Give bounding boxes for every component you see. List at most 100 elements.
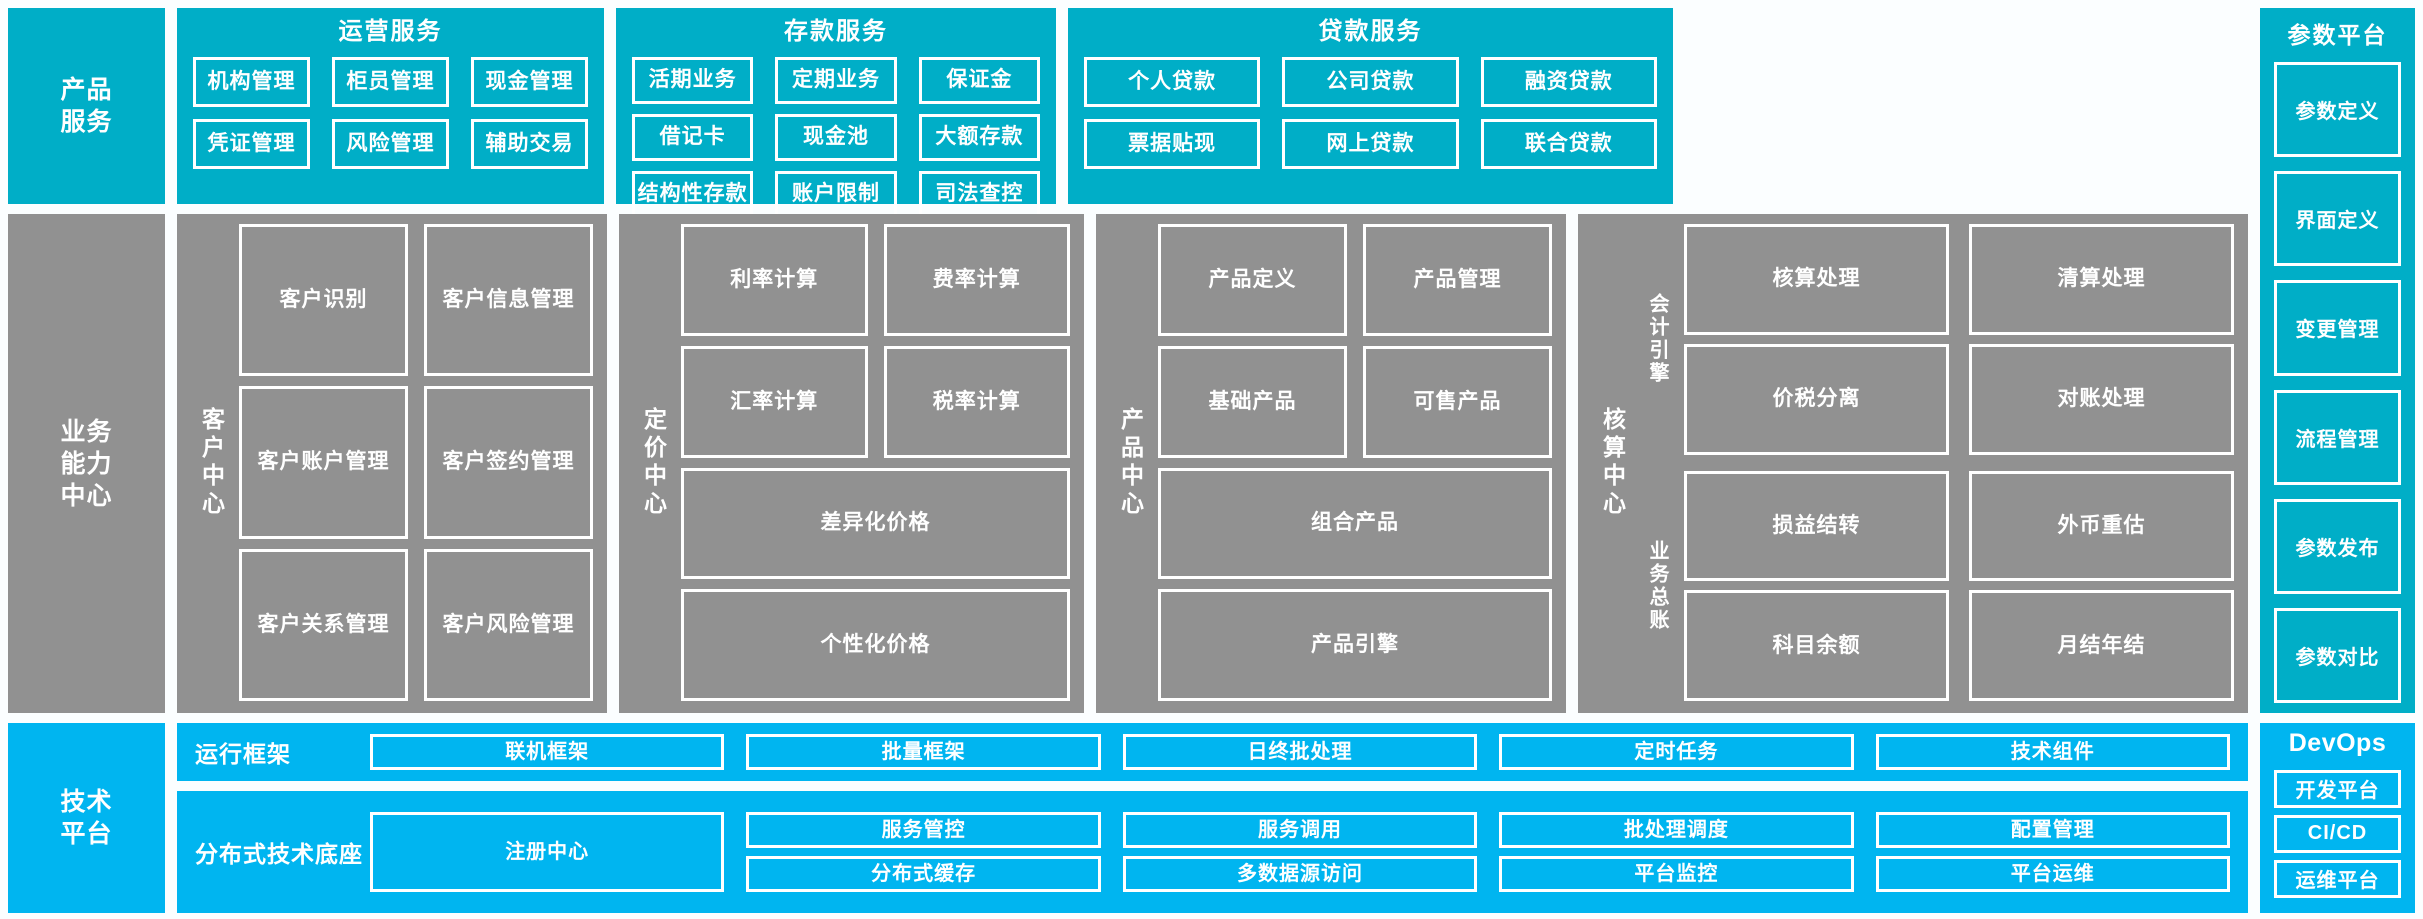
tech-item[interactable]: 多数据源访问 — [1122, 856, 1478, 892]
service-group-loans: 贷款服务 个人贷款 公司贷款 融资贷款 票据贴现 网上贷款 联合贷款 — [1068, 8, 1673, 204]
capability-item[interactable]: 产品引擎 — [1158, 589, 1552, 701]
service-item[interactable]: 结构性存款 — [632, 170, 754, 218]
capability-item[interactable]: 客户信息管理 — [424, 224, 593, 377]
tech-item[interactable]: 定时任务 — [1499, 734, 1854, 770]
service-item[interactable]: 凭证管理 — [193, 118, 310, 169]
rail-label-line: 技术 — [60, 788, 113, 816]
capability-item[interactable]: 汇率计算 — [681, 345, 868, 458]
rail-label-line: 产品 — [60, 76, 113, 104]
group-title-loans: 贷款服务 — [1318, 18, 1423, 45]
service-item[interactable]: 票据贴现 — [1084, 118, 1261, 169]
parameter-platform-panel: 参数平台 参数定义 界面定义 变更管理 流程管理 参数发布 参数对比 — [2260, 8, 2415, 713]
tech-item[interactable]: 平台运维 — [1875, 856, 2230, 892]
tech-item[interactable]: 联机框架 — [370, 734, 725, 770]
capability-item[interactable]: 税率计算 — [883, 345, 1070, 458]
capability-item[interactable]: 利率计算 — [681, 224, 868, 336]
service-item[interactable]: 网上贷款 — [1282, 118, 1459, 169]
center-label-pricing: 定价中心 — [640, 406, 667, 519]
capability-item[interactable]: 费率计算 — [883, 224, 1070, 336]
devops-item[interactable]: 运维平台 — [2274, 859, 2401, 898]
tech-row-distributed-base: 分布式技术底座 注册中心 服务管控 服务调用 批处理调度 配置管理 分布式缓存 … — [177, 791, 2248, 913]
capability-item[interactable]: 客户识别 — [239, 224, 408, 377]
tech-item-registry[interactable]: 注册中心 — [370, 812, 725, 892]
service-group-deposits: 存款服务 活期业务 定期业务 保证金 借记卡 现金池 大额存款 结构性存款 账户… — [616, 8, 1056, 218]
capability-item[interactable]: 个性化价格 — [681, 589, 1070, 701]
main-column: 产品 服务 运营服务 机构管理 柜员管理 现金管理 凭证管理 风险管理 辅助交易… — [8, 8, 2248, 913]
tech-item[interactable]: 服务管控 — [746, 812, 1101, 848]
rail-label-line: 中心 — [60, 481, 113, 510]
service-item[interactable]: 个人贷款 — [1084, 56, 1261, 107]
tech-item[interactable]: 平台监控 — [1499, 856, 1854, 892]
rail-label-line: 能力 — [60, 449, 113, 478]
service-item[interactable]: 融资贷款 — [1480, 56, 1657, 107]
parameter-item[interactable]: 流程管理 — [2274, 389, 2401, 485]
tech-row-runtime: 运行框架 联机框架 批量框架 日终批处理 定时任务 技术组件 — [177, 723, 2248, 781]
tech-item[interactable]: 批处理调度 — [1499, 812, 1854, 848]
service-item[interactable]: 机构管理 — [193, 56, 310, 107]
capability-item[interactable]: 客户账户管理 — [239, 386, 408, 539]
capability-item[interactable]: 外币重估 — [1969, 470, 2234, 582]
tech-item[interactable]: 技术组件 — [1875, 734, 2230, 770]
service-item[interactable]: 柜员管理 — [332, 56, 449, 107]
capability-item[interactable]: 基础产品 — [1158, 345, 1347, 458]
center-label-accounting: 核算中心 — [1599, 406, 1626, 519]
capability-item[interactable]: 科目余额 — [1684, 590, 1949, 701]
capability-item[interactable]: 差异化价格 — [681, 467, 1070, 580]
service-item[interactable]: 风险管理 — [332, 118, 449, 169]
devops-item[interactable]: 开发平台 — [2274, 769, 2401, 808]
service-item[interactable]: 定期业务 — [775, 56, 897, 104]
capability-item[interactable]: 产品管理 — [1363, 224, 1552, 336]
accounting-sublabel-ledger: 业务总账 — [1646, 539, 1668, 632]
parameter-item[interactable]: 参数定义 — [2274, 62, 2401, 158]
service-item[interactable]: 账户限制 — [775, 170, 897, 218]
service-item[interactable]: 现金池 — [775, 113, 897, 161]
capability-item[interactable]: 清算处理 — [1969, 224, 2234, 335]
capability-item[interactable]: 月结年结 — [1969, 590, 2234, 701]
parameter-platform-title: 参数平台 — [2287, 22, 2388, 48]
tech-item[interactable]: 分布式缓存 — [746, 856, 1101, 892]
accounting-sublabel-engine: 会计引擎 — [1646, 293, 1668, 386]
capability-item[interactable]: 客户签约管理 — [424, 386, 593, 539]
tech-row-label-runtime: 运行框架 — [195, 741, 291, 767]
parameter-item[interactable]: 参数发布 — [2274, 498, 2401, 594]
service-item[interactable]: 辅助交易 — [471, 118, 588, 169]
devops-title: DevOps — [2288, 729, 2387, 757]
capability-item[interactable]: 组合产品 — [1158, 467, 1552, 580]
capability-item[interactable]: 可售产品 — [1363, 345, 1552, 458]
service-item[interactable]: 联合贷款 — [1480, 118, 1657, 169]
rail-product-services: 产品 服务 — [8, 8, 165, 204]
accounting-section-engine: 会计引擎 核算处理 清算处理 价税分离 对账处理 — [1640, 224, 2234, 455]
center-label-product: 产品中心 — [1117, 406, 1144, 519]
service-item[interactable]: 借记卡 — [632, 113, 754, 161]
right-column: 参数平台 参数定义 界面定义 变更管理 流程管理 参数发布 参数对比 DevOp… — [2260, 8, 2415, 913]
service-item[interactable]: 活期业务 — [632, 56, 754, 104]
capability-item[interactable]: 产品定义 — [1158, 224, 1347, 336]
capability-item[interactable]: 对账处理 — [1969, 343, 2234, 455]
center-product: 产品中心 产品定义 产品管理 基础产品 可售产品 组合产品 产品引擎 — [1096, 214, 1566, 713]
parameter-item[interactable]: 变更管理 — [2274, 280, 2401, 376]
center-accounting: 核算中心 会计引擎 核算处理 清算处理 价税分离 对账处理 业务总账 — [1578, 214, 2248, 713]
capability-item[interactable]: 客户关系管理 — [239, 548, 408, 701]
service-item[interactable]: 司法查控 — [918, 170, 1040, 218]
service-item[interactable]: 大额存款 — [918, 113, 1040, 161]
tech-item[interactable]: 配置管理 — [1875, 812, 2230, 848]
devops-item[interactable]: CI/CD — [2274, 814, 2401, 853]
tech-item[interactable]: 日终批处理 — [1122, 734, 1478, 770]
service-item[interactable]: 公司贷款 — [1282, 56, 1459, 107]
tech-item[interactable]: 服务调用 — [1122, 812, 1478, 848]
center-pricing: 定价中心 利率计算 费率计算 汇率计算 税率计算 差异化价格 个性化价格 — [619, 214, 1084, 713]
group-title-operations: 运营服务 — [338, 18, 443, 45]
parameter-item[interactable]: 界面定义 — [2274, 171, 2401, 267]
parameter-item[interactable]: 参数对比 — [2274, 607, 2401, 704]
tech-item[interactable]: 批量框架 — [746, 734, 1101, 770]
capability-item[interactable]: 价税分离 — [1684, 343, 1949, 455]
product-services-band: 产品 服务 运营服务 机构管理 柜员管理 现金管理 凭证管理 风险管理 辅助交易… — [8, 8, 2248, 218]
accounting-section-ledger: 业务总账 损益结转 外币重估 科目余额 月结年结 — [1640, 470, 2234, 701]
service-item[interactable]: 现金管理 — [471, 56, 588, 107]
devops-panel: DevOps 开发平台 CI/CD 运维平台 — [2260, 723, 2415, 913]
tech-row-label-distributed: 分布式技术底座 — [195, 841, 363, 867]
capability-item[interactable]: 核算处理 — [1684, 224, 1949, 335]
service-item[interactable]: 保证金 — [918, 56, 1040, 104]
capability-item[interactable]: 损益结转 — [1684, 470, 1949, 582]
capability-item[interactable]: 客户风险管理 — [424, 548, 593, 701]
